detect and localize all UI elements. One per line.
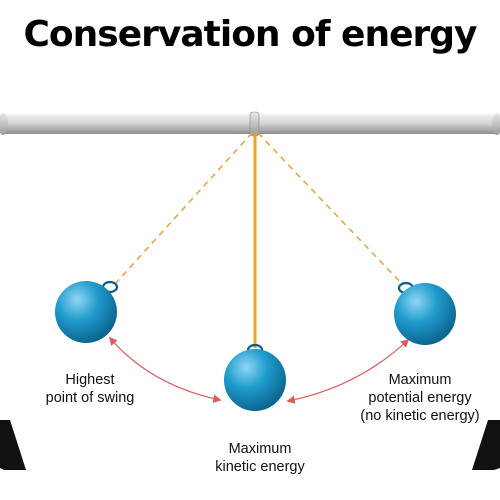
right-leg	[472, 420, 500, 470]
center-pendulum-bob	[224, 343, 286, 411]
left-leg	[0, 420, 26, 470]
right-dashed-string	[257, 132, 404, 286]
label-max-kinetic-line-2: kinetic energy	[215, 459, 305, 475]
label-max-kinetic-line-1: Maximum	[228, 441, 292, 457]
left-dashed-string	[114, 132, 253, 285]
left-pendulum-bob	[55, 280, 119, 343]
label-max-potential: Maximum potential energy (no kinetic ene…	[340, 371, 500, 425]
label-max-potential-line-1: Maximum	[388, 372, 452, 388]
label-highest-point: Highest point of swing	[30, 371, 150, 407]
left-arc-arrow	[108, 336, 222, 403]
label-max-kinetic: Maximum kinetic energy	[190, 440, 330, 476]
diagram-title: Conservation of energy	[23, 14, 478, 55]
right-pendulum-bob	[394, 281, 456, 345]
label-highest-point-line-1: Highest	[65, 372, 115, 388]
label-highest-point-line-2: point of swing	[45, 390, 135, 406]
support-bar	[0, 111, 500, 137]
right-arc-arrow	[286, 338, 410, 404]
label-max-potential-line-3: (no kinetic energy)	[360, 408, 480, 424]
label-max-potential-line-2: potential energy	[368, 390, 472, 406]
